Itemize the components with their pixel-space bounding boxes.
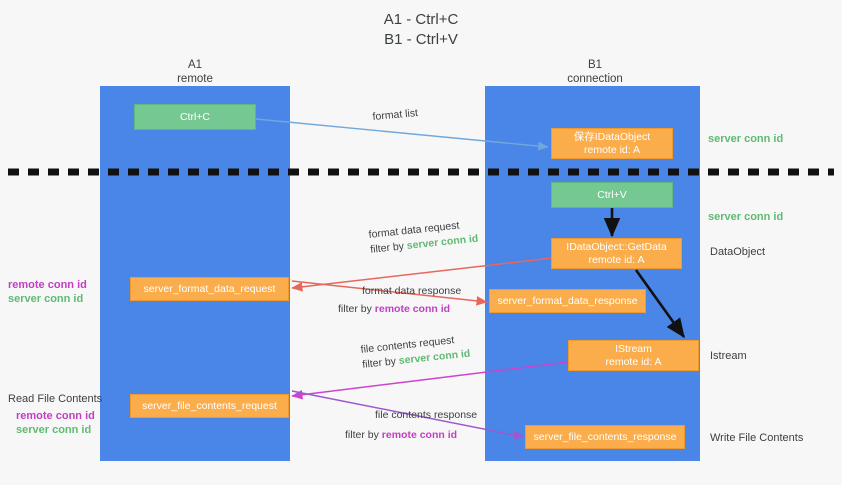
box-server-format-data-request[interactable]: server_format_data_request	[130, 277, 289, 301]
box-idataobject-sub: remote id: A	[583, 143, 641, 156]
right-label-server-conn-id-mid: server conn id	[708, 211, 784, 223]
left-label-server-conn-id-lower: server conn id	[16, 424, 92, 436]
arrow-format-list	[255, 118, 549, 151]
arrow-getdata-to-istream	[634, 269, 686, 339]
arrow-format-data-response	[291, 280, 488, 306]
box-server-format-data-response[interactable]: server_format_data_response	[489, 289, 646, 313]
arrow-format-data-request	[291, 257, 553, 292]
left-label-group-lower: Read File Contents remote conn id server…	[8, 392, 102, 437]
left-label-read-file-contents: Read File Contents	[8, 393, 103, 405]
box-getdata-title: IDataObject::GetData	[566, 240, 667, 253]
right-label-write-file-contents: Write File Contents	[710, 432, 804, 444]
edge-format-data-request-filter-prefix: filter by	[369, 240, 408, 256]
box-server-format-data-response-label: server_format_data_response	[497, 294, 638, 307]
left-label-group-upper: remote conn id server conn id	[8, 278, 87, 306]
box-istream-sub: remote id: A	[605, 355, 662, 368]
box-idataobject-title: 保存IDataObject	[573, 130, 651, 143]
box-server-file-contents-response[interactable]: server_file_contents_response	[525, 425, 685, 449]
left-label-remote-conn-id-lower: remote conn id	[16, 410, 95, 422]
lane-a1-name: A1	[187, 59, 203, 71]
box-server-file-contents-request[interactable]: server_file_contents_request	[130, 394, 289, 418]
box-idataobject-getdata[interactable]: IDataObject::GetData remote id: A	[551, 238, 682, 269]
edge-file-contents-request-filter-prefix: filter by	[361, 355, 400, 371]
edge-file-contents-response-filter-prefix: filter by	[345, 429, 382, 441]
edge-format-data-response-line2: filter by remote conn id	[338, 299, 461, 317]
lane-b1-sub: connection	[567, 73, 623, 85]
lane-header-a1: A1 remote	[125, 58, 265, 86]
box-ctrl-v-label: Ctrl+V	[597, 188, 627, 201]
box-getdata-sub: remote id: A	[588, 253, 645, 266]
title-line-2: B1 - Ctrl+V	[384, 31, 458, 48]
lane-a1-sub: remote	[177, 73, 213, 85]
edge-file-contents-response-line1: file contents response	[375, 409, 478, 421]
right-label-dataobject: DataObject	[710, 246, 766, 258]
edge-label-format-data-response: format data response filter by remote co…	[338, 284, 461, 317]
edge-format-data-response-filter-value: remote conn id	[374, 303, 451, 315]
diagram-title: A1 - Ctrl+C B1 - Ctrl+V	[0, 10, 842, 50]
left-label-server-conn-id-upper: server conn id	[8, 293, 84, 305]
box-server-format-data-request-label: server_format_data_request	[143, 282, 276, 295]
edge-format-data-response-filter-prefix: filter by	[338, 303, 375, 315]
box-istream-title: IStream	[615, 342, 652, 355]
right-label-istream: Istream	[710, 350, 747, 362]
edge-format-data-response-line1: format data response	[362, 285, 462, 297]
edge-label-format-list-text: format list	[372, 107, 419, 123]
arrow-file-contents-response	[291, 390, 525, 440]
lane-header-b1: B1 connection	[525, 58, 665, 86]
box-ctrl-c-label: Ctrl+C	[179, 110, 211, 123]
box-idataobject[interactable]: 保存IDataObject remote id: A	[551, 128, 673, 159]
left-label-remote-conn-id-upper: remote conn id	[8, 279, 87, 291]
box-ctrl-v[interactable]: Ctrl+V	[551, 182, 673, 208]
edge-label-file-contents-response: file contents response filter by remote …	[345, 408, 477, 443]
box-ctrl-c[interactable]: Ctrl+C	[134, 104, 256, 130]
right-label-server-conn-id-top: server conn id	[708, 133, 784, 145]
box-server-file-contents-request-label: server_file_contents_request	[142, 399, 277, 412]
arrow-file-contents-request	[291, 361, 569, 400]
edge-file-contents-response-filter-value: remote conn id	[381, 429, 458, 441]
edge-file-contents-response-line2: filter by remote conn id	[345, 423, 477, 443]
title-line-1: A1 - Ctrl+C	[383, 11, 459, 28]
box-istream[interactable]: IStream remote id: A	[568, 340, 699, 371]
lane-b1-name: B1	[587, 59, 603, 71]
box-server-file-contents-response-label: server_file_contents_response	[533, 430, 677, 443]
